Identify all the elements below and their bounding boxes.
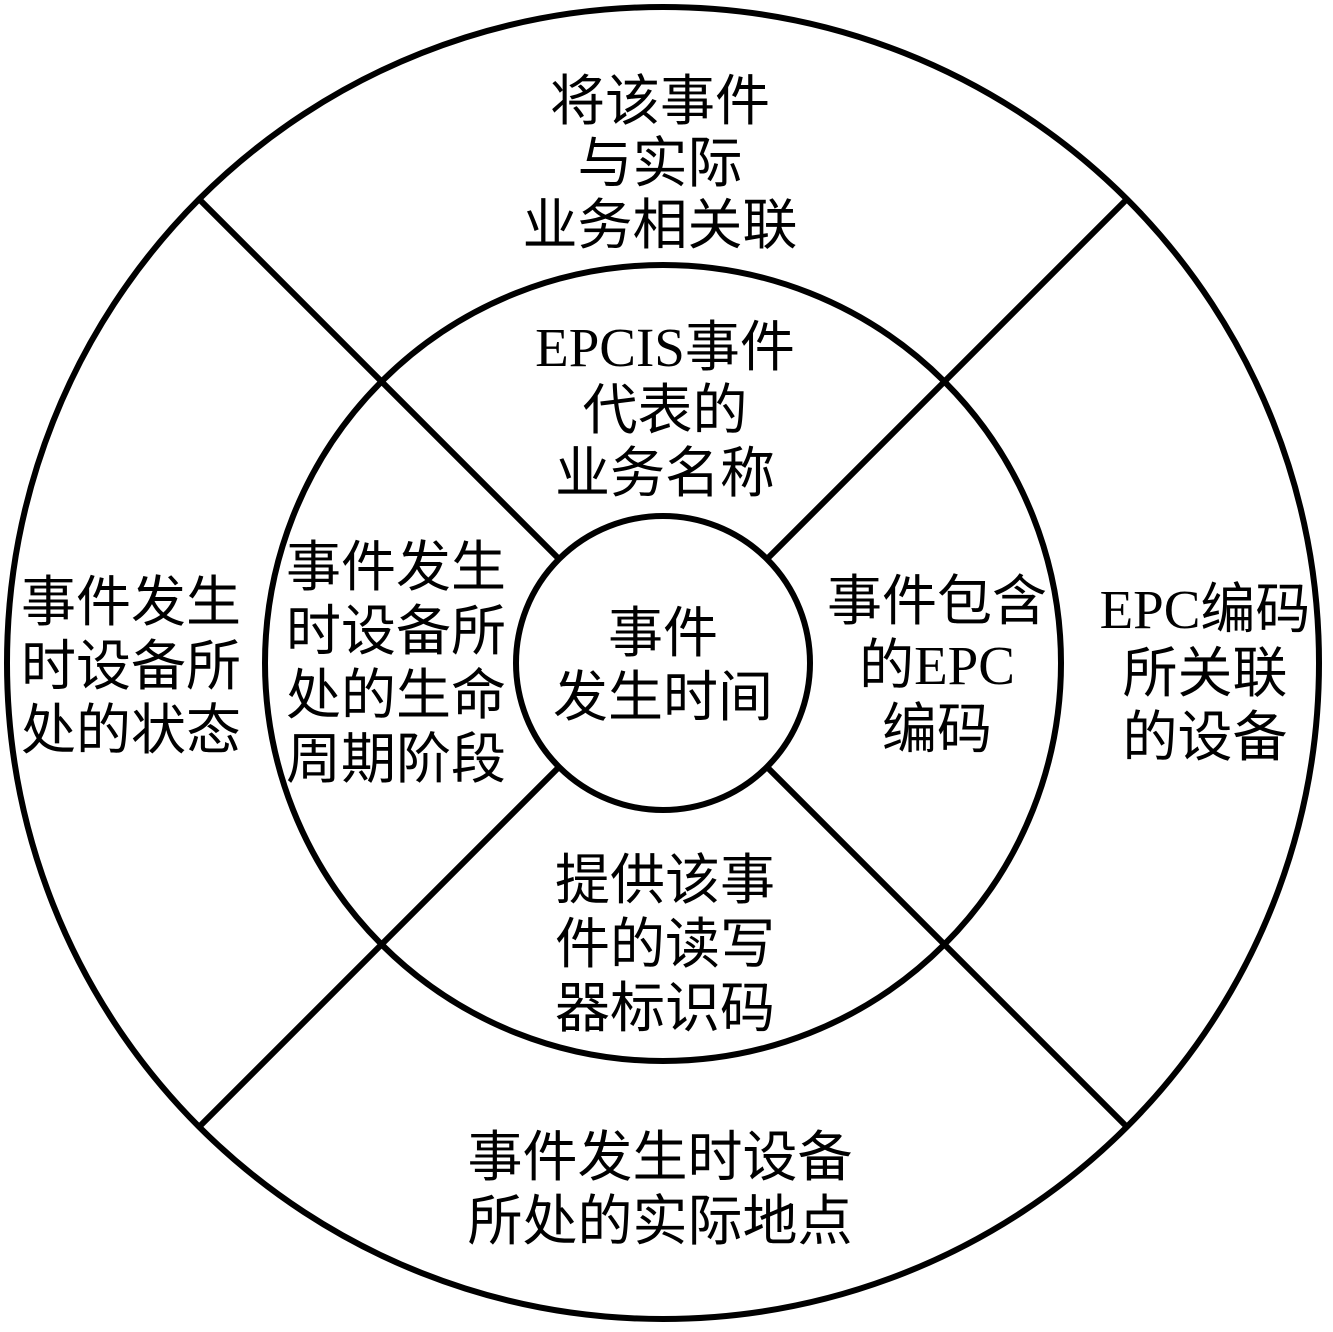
- outer-ring-right-line-2: 所关联: [1122, 643, 1287, 704]
- outer-ring-right-label: EPC编码 所关联 的设备: [1100, 579, 1311, 768]
- center-label-line-2: 发生时间: [553, 667, 773, 728]
- outer-ring-right-line-3: 的设备: [1122, 707, 1287, 768]
- outer-ring-bottom-line-2: 所处的实际地点: [467, 1191, 852, 1252]
- center-label: 事件 发生时间: [553, 603, 773, 728]
- outer-ring-left-label: 事件发生 时设备所 处的状态: [21, 572, 241, 761]
- inner-ring-left-line-4: 周期阶段: [286, 729, 506, 790]
- divider-line-northeast: [764, 196, 1130, 562]
- outer-ring-bottom-label: 事件发生时设备 所处的实际地点: [467, 1127, 852, 1252]
- inner-ring-top-label: EPCIS事件 代表的 业务名称: [535, 317, 795, 504]
- outer-circle: [4, 4, 1322, 1322]
- inner-ring-bottom-line-2: 件的读写: [555, 914, 775, 975]
- inner-ring-bottom-label: 提供该事 件的读写 器标识码: [555, 850, 775, 1039]
- middle-circle: [262, 262, 1064, 1064]
- inner-ring-top-line-3: 业务名称: [555, 443, 775, 504]
- center-label-line-1: 事件: [608, 603, 718, 664]
- inner-ring-right-label: 事件包含 的EPC 编码: [827, 571, 1047, 760]
- inner-circle: [513, 513, 813, 813]
- inner-ring-bottom-line-3: 器标识码: [555, 978, 775, 1039]
- outer-ring-left-line-3: 处的状态: [21, 700, 241, 761]
- inner-ring-right-line-2: 的EPC: [859, 635, 1015, 696]
- outer-ring-top-label: 将该事件 与实际 业务相关联: [522, 71, 797, 256]
- outer-ring-bottom-line-1: 事件发生时设备: [467, 1127, 852, 1188]
- inner-ring-left-label: 事件发生 时设备所 处的生命 周期阶段: [286, 537, 506, 790]
- outer-ring-top-line-1: 将该事件: [550, 71, 770, 132]
- divider-line-southeast: [764, 764, 1130, 1130]
- divider-line-southwest: [196, 764, 562, 1130]
- inner-ring-right-line-1: 事件包含: [827, 571, 1047, 632]
- inner-ring-bottom-line-1: 提供该事: [555, 850, 775, 911]
- inner-ring-top-line-1: EPCIS事件: [535, 317, 795, 378]
- outer-ring-left-line-1: 事件发生: [21, 572, 241, 633]
- outer-ring-top-line-3: 业务相关联: [522, 195, 797, 256]
- inner-ring-top-line-2: 代表的: [582, 380, 747, 441]
- inner-ring-left-line-1: 事件发生: [286, 537, 506, 598]
- inner-ring-left-line-2: 时设备所: [286, 601, 506, 662]
- outer-ring-left-line-2: 时设备所: [21, 636, 241, 697]
- divider-line-northwest: [196, 196, 562, 562]
- inner-ring-right-line-3: 编码: [882, 699, 992, 760]
- outer-ring-top-line-2: 与实际: [577, 133, 742, 194]
- outer-ring-right-line-1: EPC编码: [1100, 579, 1311, 640]
- inner-ring-left-line-3: 处的生命: [286, 665, 506, 726]
